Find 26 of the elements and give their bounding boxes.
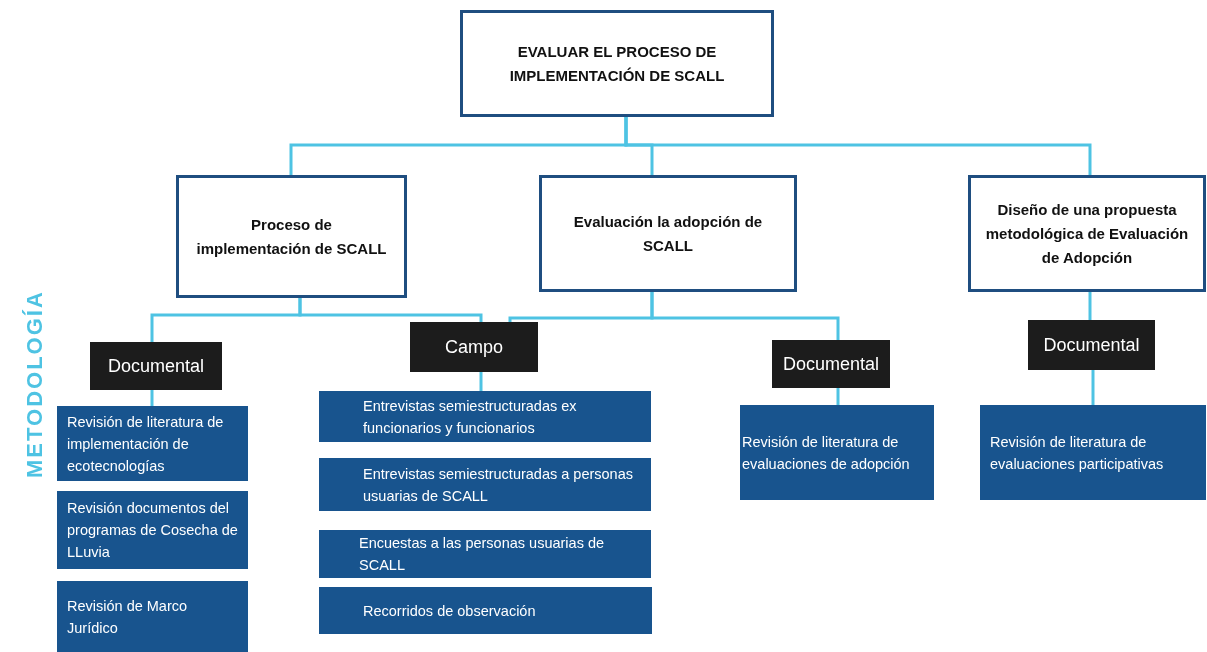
- objective-box: Proceso de implementación de SCALL: [176, 175, 407, 298]
- activity-box: Recorridos de observación: [319, 587, 652, 634]
- activity-box: Entrevistas semiestructuradas a personas usuarias de SCALL: [319, 458, 651, 511]
- title-box: EVALUAR EL PROCESO DE IMPLEMENTACIÓN DE SCALL: [460, 10, 774, 117]
- connector-line: [150, 390, 154, 406]
- connector-line: [1091, 370, 1095, 405]
- activity-box: Revisión documentos del programas de Cosecha de LLuvia: [57, 491, 248, 569]
- method-box: Campo: [410, 322, 538, 372]
- activity-box: Entrevistas semiestructuradas ex funcionarios y funcionarios: [319, 391, 651, 442]
- activity-box: Revisión de literatura de evaluaciones participativas: [980, 405, 1206, 500]
- connector-line: [836, 388, 840, 405]
- connector-line: [479, 372, 483, 391]
- activity-box: Revisión de literatura de evaluaciones de adopción: [740, 405, 934, 500]
- method-box: Documental: [90, 342, 222, 390]
- objective-box: Diseño de una propuesta metodológica de Evaluación de Adopción: [968, 175, 1206, 292]
- connector-line: [624, 117, 1092, 175]
- connector-line: [650, 292, 840, 340]
- objective-box: Evaluación la adopción de SCALL: [539, 175, 797, 292]
- activity-box: Revisión de Marco Jurídico: [57, 581, 248, 652]
- connector-line: [298, 298, 483, 322]
- connector-line: [1088, 292, 1092, 320]
- method-box: Documental: [772, 340, 890, 388]
- section-label: METODOLOGÍA: [22, 290, 48, 478]
- activity-box: Revisión de literatura de implementación de ecotecnologías: [57, 406, 248, 481]
- method-box: Documental: [1028, 320, 1155, 370]
- activity-box: Encuestas a las personas usuarias de SCALL: [319, 530, 651, 578]
